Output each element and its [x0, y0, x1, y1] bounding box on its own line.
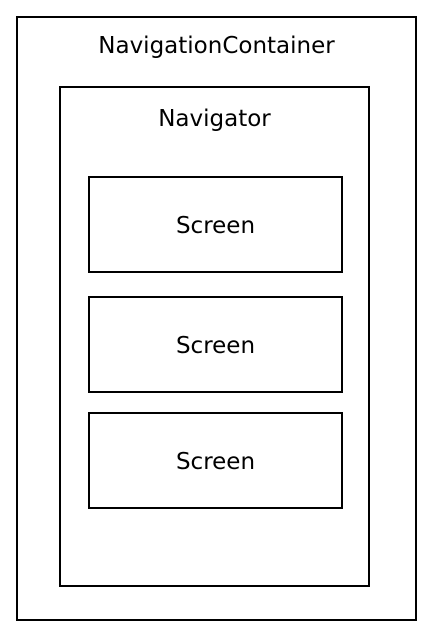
navigation-container-label: NavigationContainer [98, 33, 335, 59]
navigation-container-box: NavigationContainer Navigator Screen Scr… [16, 16, 417, 621]
screen-box: Screen [88, 412, 343, 509]
screen-box: Screen [88, 176, 343, 273]
navigator-box: Navigator Screen Screen Screen [59, 86, 370, 587]
screen-box: Screen [88, 296, 343, 393]
navigator-label: Navigator [158, 106, 271, 132]
screen-label: Screen [175, 213, 256, 239]
screen-label: Screen [175, 449, 256, 475]
screen-label: Screen [175, 333, 256, 359]
